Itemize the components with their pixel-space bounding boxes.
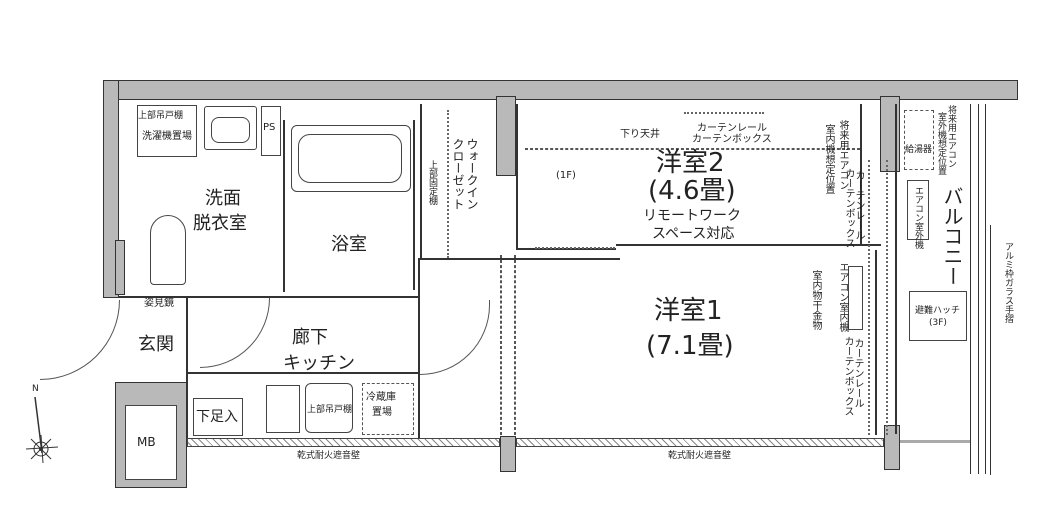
ps-shaft [261, 106, 281, 156]
washroom-label-1: 洗面 [205, 188, 241, 209]
curtain-box-right1: カーテンボックス [842, 336, 853, 416]
compass-rose: N [20, 385, 70, 470]
kitchen-label: キッチン [283, 353, 355, 374]
shoe-box-frame [193, 398, 243, 436]
bath-label: 浴室 [331, 234, 367, 255]
pillar-bottom-middle [500, 436, 516, 472]
washbasin [204, 106, 257, 150]
future-ac-indoor-label: 将来用エアコン [837, 120, 848, 190]
meter-box-label: MB [137, 435, 156, 449]
curtain-rail-top-label: カーテンレール [697, 123, 767, 134]
western1-size: (7.1畳) [646, 331, 734, 361]
compass-north-label: N [32, 384, 39, 394]
aluminum-rail-label: アルミ枠ガラス手摺 [1003, 242, 1013, 323]
western2-note-1: リモートワーク [643, 208, 741, 224]
hall-label: 廊下 [292, 327, 328, 348]
washroom-label-2: 脱衣室 [193, 213, 247, 234]
curtain-rail-right2: カーテンレール [853, 170, 864, 240]
western1-door-swing [420, 300, 490, 375]
evac-hatch-floor-label: (3F) [929, 318, 947, 328]
upper-cabinet-kitchen-label: 上部吊戸棚 [307, 405, 353, 415]
pillar-top-middle [496, 96, 516, 176]
pillar-bottom-right [884, 425, 900, 470]
ac-indoor-label: エアコン室内機 [837, 262, 848, 332]
indoor-drying-label: 室内物干金物 [810, 270, 821, 330]
curtain-box-top-label: カーテンボックス [692, 134, 772, 145]
curtain-box-right2: カーテンボックス [843, 168, 854, 248]
loft-1f-label: (1F) [556, 170, 576, 181]
upper-cabinet-washer-label: 上部吊戸棚 [138, 111, 184, 121]
mirror-label: 姿見鏡 [144, 298, 174, 309]
evac-hatch-box [909, 291, 967, 341]
toilet [150, 215, 186, 285]
fireproof-wall-right [516, 438, 884, 447]
future-ac-outdoor-label-2: 室外機想定位置 [936, 112, 946, 175]
western2-size: (4.6畳) [648, 176, 736, 206]
walk-in-closet-label-2: クローゼット [451, 138, 465, 210]
fridge-space-box [362, 383, 414, 435]
bathtub [291, 125, 411, 192]
western1-name: 洋室1 [654, 296, 723, 326]
compass-icon [25, 396, 59, 464]
hall-door-swing [200, 298, 270, 368]
pillar-top-right [880, 96, 900, 172]
future-ac-indoor-label-2: 室内機想定位置 [823, 124, 834, 194]
upper-fixed-shelf-label: 上部固定棚 [427, 160, 437, 205]
shoe-box-label: 下足入 [196, 409, 238, 425]
stove [266, 385, 300, 433]
ac-outdoor-unit-box [907, 180, 929, 240]
curtain-rail-right1: カーテンレール [852, 338, 863, 408]
lowered-ceiling-line [525, 148, 860, 150]
fireproof-wall-left-label: 乾式耐火遮音壁 [297, 451, 361, 461]
pillar-entrance-left [115, 240, 125, 295]
entrance-door-swing [40, 300, 120, 380]
western2-note-2: スペース対応 [652, 226, 735, 242]
washer-space-label: 洗濯機置場 [142, 131, 192, 142]
fridge-label-1: 冷蔵庫 [366, 392, 396, 403]
ac-outdoor-label: エアコン室外機 [913, 186, 923, 249]
ac-indoor-unit-box [848, 266, 863, 330]
future-ac-outdoor-label: 将来用エアコン [946, 105, 956, 168]
evac-hatch-label: 避難ハッチ [915, 306, 961, 316]
fireproof-wall-left [187, 438, 500, 447]
water-heater-label: 給湯器 [905, 145, 933, 155]
balcony-label: バルコニー [940, 186, 964, 286]
walk-in-closet-label: ウォークイン [465, 138, 479, 210]
meter-box [125, 405, 177, 480]
washer-space-box [137, 105, 197, 157]
fireproof-wall-right-label: 乾式耐火遮音壁 [668, 451, 732, 461]
lowered-ceiling-label: 下り天井 [620, 129, 660, 140]
sink [305, 383, 353, 433]
fridge-label-2: 置場 [372, 407, 392, 418]
entrance-label: 玄関 [138, 334, 174, 355]
western2-name: 洋室2 [656, 148, 725, 178]
ps-label: PS [263, 122, 276, 133]
